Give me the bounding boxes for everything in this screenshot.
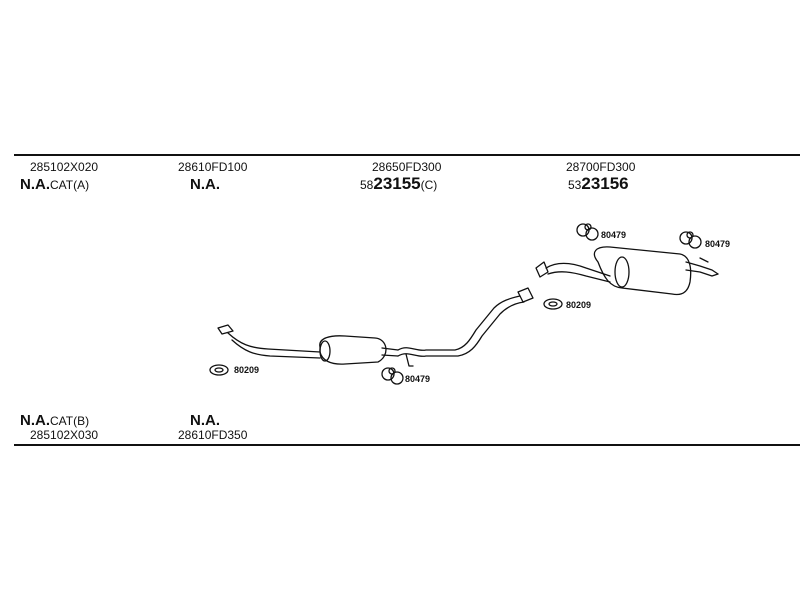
na-label-bottom: N.A. bbox=[190, 412, 220, 429]
gasket-icon-front bbox=[209, 364, 229, 376]
bottom-divider bbox=[14, 444, 800, 446]
rear-silencer bbox=[593, 246, 719, 296]
cat-b-text: CAT(B) bbox=[50, 414, 90, 428]
na-text: N.A. bbox=[20, 412, 50, 429]
na-cat-a-label: N.A.CAT(A) bbox=[20, 177, 89, 192]
na-label-top: N.A. bbox=[190, 176, 220, 193]
ref-prefix: 58 bbox=[360, 178, 374, 192]
callout-hanger-rear-right: 80479 bbox=[705, 239, 730, 249]
center-muffler bbox=[319, 335, 399, 365]
hanger-icon-mid bbox=[381, 367, 404, 385]
callout-gasket-mid: 80209 bbox=[566, 300, 591, 310]
rear-pipe bbox=[535, 261, 611, 283]
callout-hanger-rear-left: 80479 bbox=[601, 230, 626, 240]
part-number-285102x030: 285102X030 bbox=[30, 428, 99, 442]
part-number-285102x020: 285102X020 bbox=[30, 160, 99, 174]
ref-prefix: 53 bbox=[568, 178, 582, 192]
part-number-28700fd300: 28700FD300 bbox=[566, 160, 636, 174]
part-number-28610fd100: 28610FD100 bbox=[178, 160, 248, 174]
gasket-icon-mid bbox=[543, 298, 563, 310]
callout-hanger-mid: 80479 bbox=[405, 374, 430, 384]
front-pipe bbox=[217, 324, 321, 359]
ref-main: 23156 bbox=[581, 174, 629, 193]
hanger-icon-rear-left bbox=[576, 223, 599, 241]
ref-number-5823155: 5823155(C) bbox=[360, 175, 437, 193]
ref-number-5323156: 5323156 bbox=[568, 175, 629, 193]
top-divider bbox=[14, 154, 800, 156]
ref-main: 23155 bbox=[373, 174, 421, 193]
ref-suffix: (C) bbox=[420, 178, 438, 192]
part-number-28650fd300: 28650FD300 bbox=[372, 160, 442, 174]
mid-pipe bbox=[397, 287, 534, 367]
callout-gasket-front: 80209 bbox=[234, 365, 259, 375]
na-text: N.A. bbox=[20, 176, 50, 193]
na-cat-b-label: N.A.CAT(B) bbox=[20, 413, 89, 428]
part-number-28610fd350: 28610FD350 bbox=[178, 428, 248, 442]
cat-a-text: CAT(A) bbox=[50, 178, 90, 192]
hanger-icon-rear-right bbox=[679, 231, 702, 249]
